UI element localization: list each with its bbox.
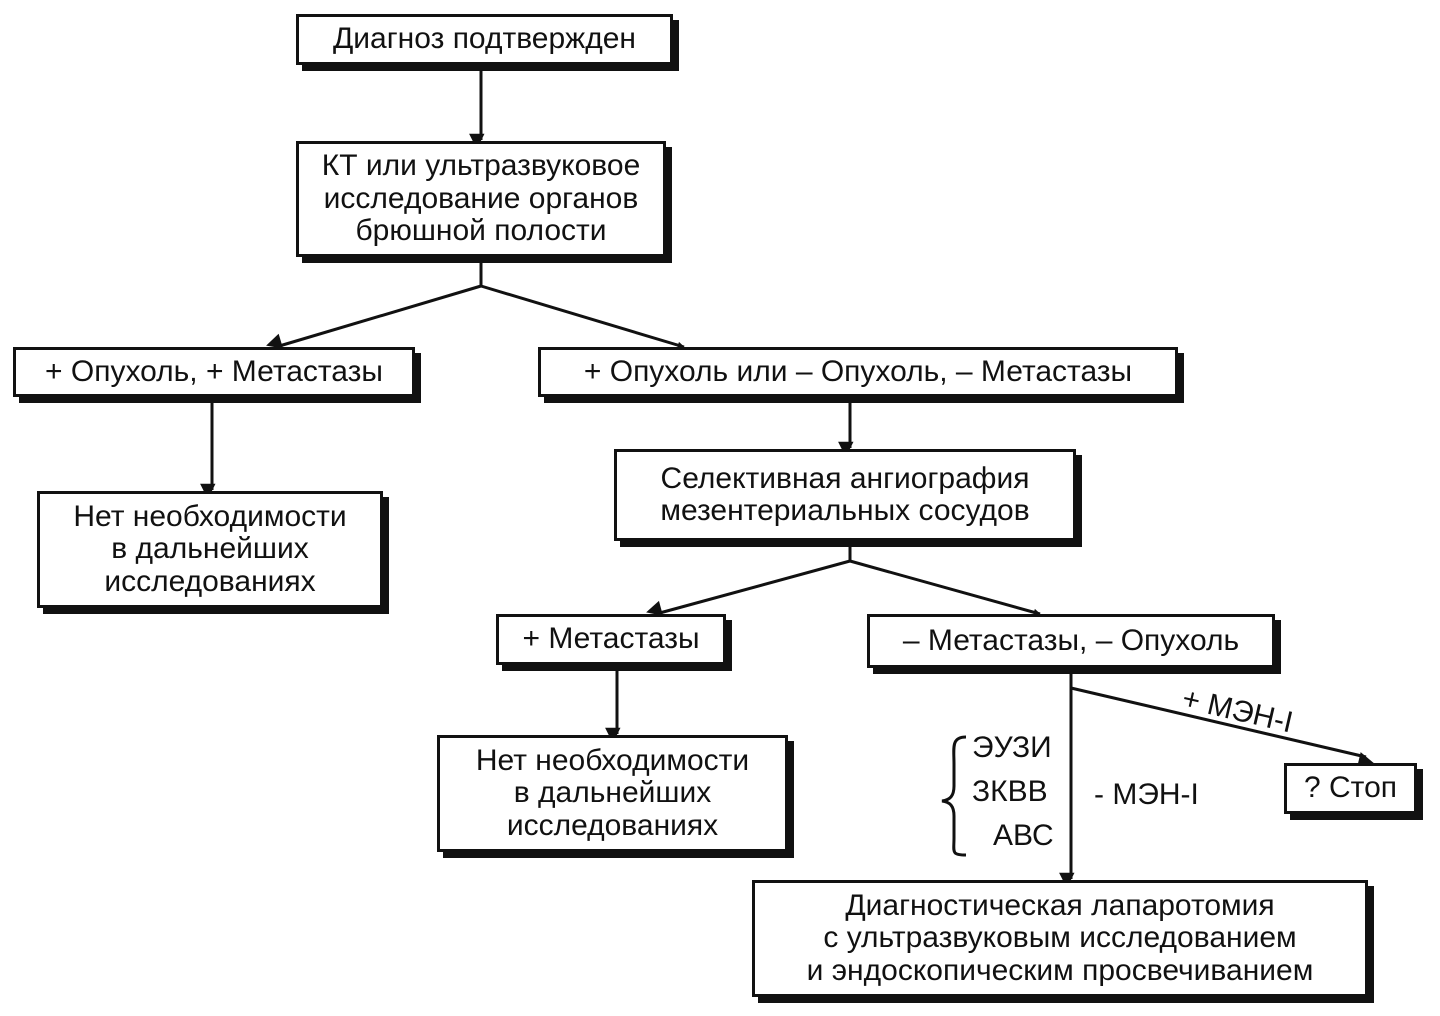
- node-text-line: и эндоскопическим просвечиванием: [806, 953, 1314, 987]
- node-text-line: исследованиях: [104, 564, 316, 598]
- node-stop: ? Стоп: [1284, 763, 1417, 814]
- node-text-line: Диагностическая лапаротомия: [845, 888, 1275, 922]
- node-text-line: Диагноз подтвержден: [332, 22, 637, 56]
- node-diagnosis-confirmed: Диагноз подтвержден: [296, 14, 673, 65]
- node-text-line: + Опухоль или – Опухоль, – Метастазы: [583, 354, 1133, 388]
- arrow-imaging-to-tumor-mets: [266, 284, 482, 349]
- node-text-line: Нет необходимости: [73, 499, 347, 533]
- arrow-no-mets-to-stop: [1070, 686, 1374, 768]
- node-text-line: в дальнейших: [111, 532, 309, 566]
- arrow-imaging-to-tumor-or-none: [480, 284, 692, 357]
- node-text-line: мезентериальных сосудов: [660, 494, 1030, 527]
- node-text-line: – Метастазы, – Опухоль: [902, 623, 1240, 657]
- node-text-line: Селективная ангиография: [660, 461, 1030, 495]
- node-metastases-positive: + Метастазы: [496, 614, 726, 665]
- node-tumor-and-metastases: + Опухоль, + Метастазы: [13, 347, 415, 397]
- node-text-line: + Метастазы: [522, 622, 700, 656]
- node-text-line: брюшной полости: [355, 214, 607, 248]
- edge-label-men-negative: - МЭН-I: [1094, 778, 1199, 811]
- methods-brace: [941, 735, 967, 857]
- node-text-line: с ультразвуковым исследованием: [823, 921, 1297, 955]
- node-no-metastases-no-tumor: – Метастазы, – Опухоль: [867, 614, 1275, 668]
- arrow-angiography-to-no-mets: [849, 559, 1048, 624]
- arrow-angiography-to-mets: [646, 559, 851, 616]
- node-text-line: + Опухоль, + Метастазы: [45, 354, 383, 388]
- node-text-line: КТ или ультразвуковое: [321, 149, 641, 183]
- method-euzi: ЭУЗИ: [972, 731, 1052, 764]
- node-text-line: ? Стоп: [1303, 771, 1398, 805]
- method-avs: АВС: [993, 819, 1054, 852]
- node-text-line: в дальнейших: [513, 776, 712, 810]
- node-tumor-or-no-tumor-no-metastases: + Опухоль или – Опухоль, – Метастазы: [538, 347, 1178, 397]
- node-text-line: исследованиях: [506, 808, 719, 842]
- node-text-line: Нет необходимости: [475, 743, 750, 777]
- method-zkvv: ЗКВВ: [972, 775, 1048, 808]
- node-text-line: исследование органов: [323, 181, 639, 215]
